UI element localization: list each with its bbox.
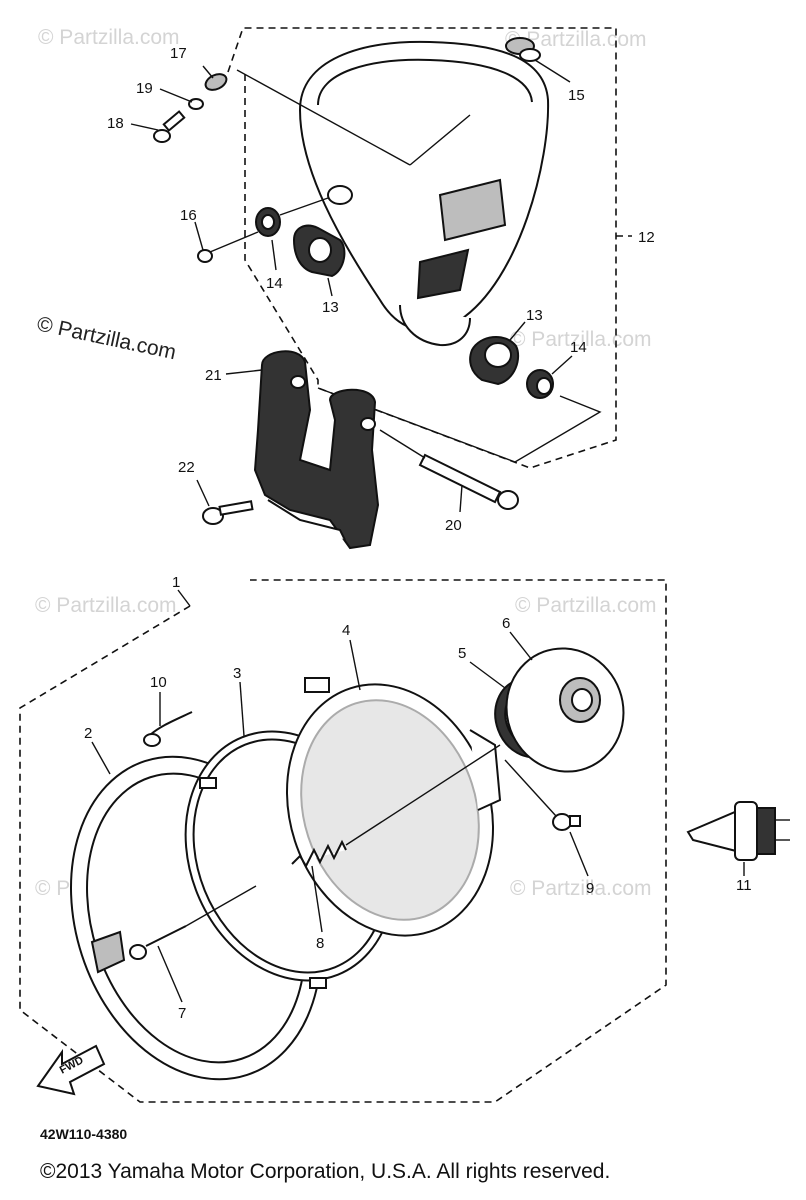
callout-18: 18: [107, 115, 124, 132]
assembly-12-boundary: [227, 27, 617, 469]
leader-20: [459, 484, 463, 513]
callout-8: 8: [316, 935, 324, 952]
part-13-damper-right: [469, 336, 520, 386]
leader-22: [196, 479, 210, 507]
part-14-collar-right: [526, 369, 554, 399]
part-20-bolt: [379, 429, 519, 510]
leader-15: [534, 59, 571, 83]
callout-9: 9: [586, 880, 594, 897]
callout-2: 2: [84, 725, 92, 742]
watermark-low-right: © Partzilla.com: [510, 877, 652, 900]
leader-13a: [327, 277, 333, 297]
part-15-grommet: [505, 37, 541, 62]
leader-7: [157, 945, 183, 1003]
leader-4: [349, 639, 361, 691]
fwd-arrow: FWD: [36, 1044, 106, 1096]
leader-7-line: [185, 885, 257, 927]
leader-8: [311, 865, 323, 933]
assembly-1-boundary: [19, 579, 667, 1103]
leader-14a: [271, 239, 277, 271]
leader-2: [91, 741, 111, 775]
part-10-clip: [143, 711, 193, 747]
callout-19: 19: [136, 80, 153, 97]
leader-8-line: [345, 744, 501, 846]
callout-3: 3: [233, 665, 241, 682]
callout-12: 12: [638, 229, 655, 246]
leader-9-line: [504, 759, 557, 817]
callout-14-right: 14: [570, 339, 587, 356]
leader-17-housing: [236, 69, 411, 166]
part-11-bulb: [686, 801, 790, 861]
leader-3: [239, 681, 245, 737]
leader-14b-bracket: [317, 387, 602, 463]
leader-5: [469, 661, 506, 689]
copyright-notice: ©2013 Yamaha Motor Corporation, U.S.A. A…: [40, 1160, 611, 1183]
callout-1: 1: [172, 574, 180, 591]
leader-1: [177, 589, 191, 607]
part-14-collar-left: [255, 207, 281, 237]
callout-17: 17: [170, 45, 187, 62]
callout-14-left: 14: [266, 275, 283, 292]
watermark-mid-right-2: © Partzilla.com: [515, 594, 657, 617]
callout-11: 11: [736, 877, 752, 894]
callout-16: 16: [180, 207, 197, 224]
part-19-washer: [188, 98, 204, 110]
callout-7: 7: [178, 1005, 186, 1022]
callout-21: 21: [205, 367, 222, 384]
headlight-housing: [298, 40, 550, 347]
leader-13b: [509, 321, 526, 341]
part-8-spring: [291, 839, 347, 869]
leader-6: [509, 631, 533, 661]
callout-15: 15: [568, 87, 585, 104]
part-22-bolt: [202, 500, 254, 525]
drawing-code: 42W110-4380: [40, 1126, 128, 1142]
leader-14-housing: [279, 197, 329, 216]
part-16-screw: [197, 231, 259, 263]
lower-assembly: [19, 579, 790, 1103]
callout-10: 10: [150, 674, 167, 691]
part-9-clip: [552, 813, 581, 831]
watermark-top-left: © Partzilla.com: [38, 26, 180, 49]
callout-5: 5: [458, 645, 466, 662]
leader-17: [202, 65, 214, 79]
leader-18: [130, 123, 159, 131]
callout-20: 20: [445, 517, 462, 534]
watermark-top-right: © Partzilla.com: [505, 28, 647, 51]
callout-13-left: 13: [322, 299, 339, 316]
part-21-bracket: [253, 350, 380, 550]
upper-assembly: [130, 27, 632, 550]
part-4-lens: [285, 677, 502, 937]
watermark-mid-left: © Partzilla.com: [35, 594, 177, 617]
callout-4: 4: [342, 622, 350, 639]
leader-9: [569, 831, 589, 877]
leader-21: [225, 369, 263, 375]
part-13-damper-left: [292, 224, 346, 278]
leader-17-housing-b: [409, 114, 471, 166]
leader-14b: [551, 355, 573, 375]
watermark-prominent: © Partzilla.com: [35, 312, 178, 364]
callout-22: 22: [178, 459, 195, 476]
part-6-cover: [505, 647, 625, 773]
part-17-washer: [204, 73, 228, 91]
callout-6: 6: [502, 615, 510, 632]
callout-labels: 1 2 3 4 5 6 7 8 9 10 11 12 13 13 14 14 1…: [84, 45, 752, 1022]
part-7-screw: [129, 925, 187, 960]
leader-19: [159, 88, 193, 103]
callout-13-right: 13: [526, 307, 543, 324]
leader-16: [194, 221, 204, 251]
part-18-bolt: [153, 110, 186, 143]
